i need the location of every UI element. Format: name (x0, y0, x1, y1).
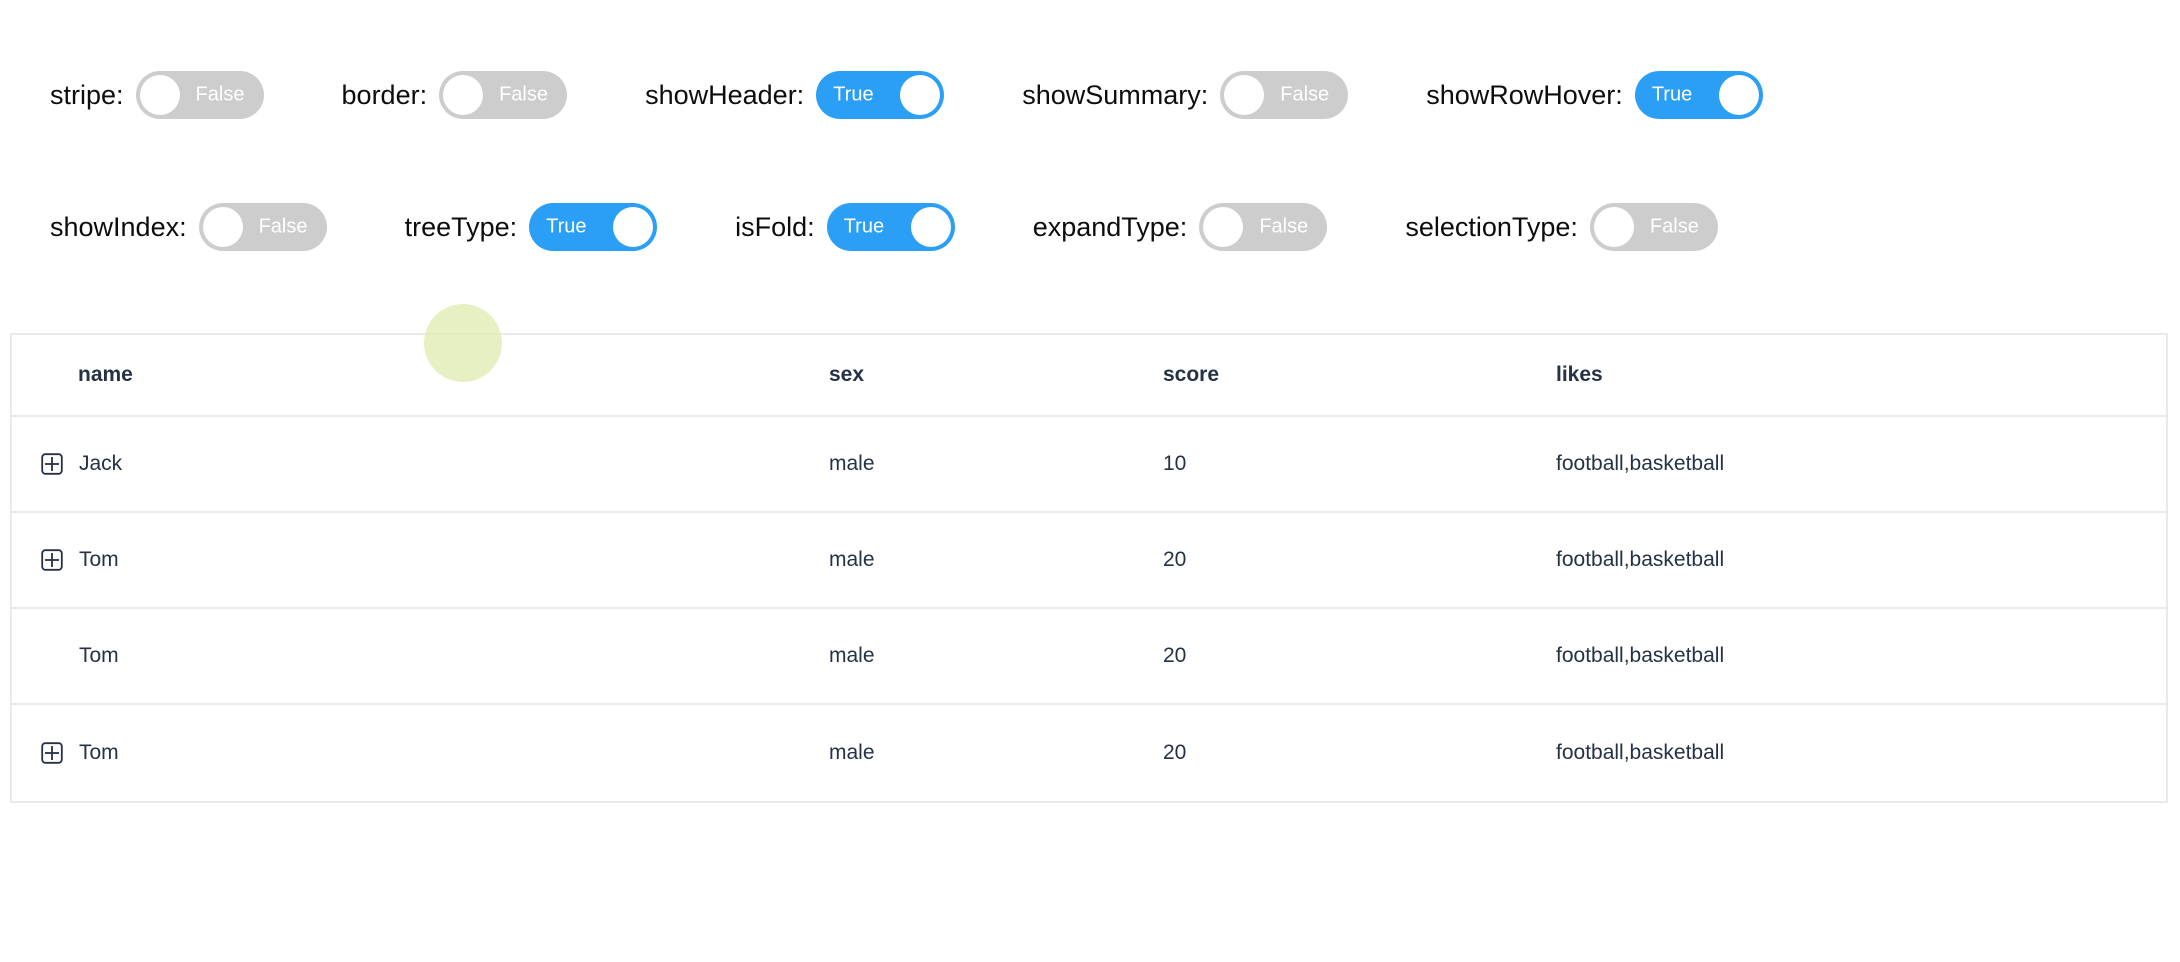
prop-label-expand-type: expandType: (1032, 212, 1188, 242)
toggle-show-index[interactable]: False (198, 203, 327, 251)
cell-sex: male (829, 452, 875, 475)
control-item-tree-type: treeType: True (405, 203, 658, 251)
toggle-knob (139, 75, 180, 115)
cell-name: Tom (12, 548, 813, 572)
control-item-selection-type: selectionType: False (1405, 203, 1718, 251)
header-cell-score: score (1163, 363, 1220, 386)
toggle-state-label: True (843, 215, 885, 238)
header-cell-name: name (78, 363, 133, 386)
props-row-1: stripe: False border: False showHeader: … (50, 71, 2180, 119)
header-cell-sex: sex (829, 363, 865, 386)
cell-likes: football,basketball (1556, 644, 1725, 667)
prop-label-stripe: stripe: (50, 80, 124, 110)
header-cell-likes: likes (1556, 363, 1603, 386)
cell-name: Tom (12, 741, 813, 765)
toggle-show-row-hover[interactable]: True (1634, 71, 1763, 119)
expand-row-icon[interactable] (41, 742, 63, 764)
toggle-is-fold[interactable]: True (826, 203, 955, 251)
control-item-expand-type: expandType: False (1033, 203, 1328, 251)
prop-label-is-fold: isFold: (735, 212, 815, 242)
toggle-state-label: False (499, 83, 548, 106)
toggle-state-label: False (1280, 83, 1330, 106)
expand-row-icon[interactable] (41, 549, 63, 571)
toggle-knob (900, 75, 941, 115)
toggle-state-label: False (1259, 215, 1309, 238)
toggle-state-label: True (833, 83, 874, 106)
table-row[interactable]: Tom male 20 football,basketball (12, 513, 2166, 609)
toggle-knob (1203, 207, 1244, 247)
table-row[interactable]: Jack male 10 football,basketball (12, 417, 2166, 513)
toggle-state-label: True (546, 215, 587, 238)
toggle-knob (1224, 75, 1265, 115)
toggle-state-label: False (1649, 215, 1699, 238)
control-item-show-index: showIndex: False (50, 203, 327, 251)
control-item-is-fold: isFold: True (735, 203, 955, 251)
props-row-2: showIndex: False treeType: True isFold: … (50, 203, 2180, 251)
control-item-show-header: showHeader: True (645, 71, 945, 119)
cell-score: 20 (1163, 644, 1187, 667)
toggle-show-header[interactable]: True (816, 71, 945, 119)
toggle-knob (202, 207, 243, 247)
toggle-border[interactable]: False (439, 71, 568, 119)
cell-sex: male (829, 548, 875, 571)
control-item-show-row-hover: showRowHover: True (1426, 71, 1763, 119)
toggle-show-summary[interactable]: False (1220, 71, 1349, 119)
toggle-knob (910, 207, 951, 247)
toggle-state-label: False (258, 215, 308, 238)
toggle-selection-type[interactable]: False (1589, 203, 1718, 251)
cell-likes: football,basketball (1556, 548, 1725, 571)
cell-score: 20 (1163, 548, 1187, 571)
table-header-row: name sex score likes (12, 335, 2166, 417)
prop-label-tree-type: treeType: (404, 212, 518, 242)
toggle-state-label: False (195, 83, 245, 106)
expand-row-icon[interactable] (41, 453, 63, 475)
prop-label-show-index: showIndex: (50, 212, 187, 242)
toggle-stripe[interactable]: False (135, 71, 264, 119)
prop-label-show-header: showHeader: (645, 80, 805, 110)
toggle-tree-type[interactable]: True (529, 203, 658, 251)
cell-score: 20 (1163, 741, 1187, 764)
toggle-knob (443, 75, 484, 115)
cell-name: Tom (12, 644, 813, 668)
prop-label-show-row-hover: showRowHover: (1426, 80, 1623, 110)
prop-label-show-summary: showSummary: (1022, 80, 1209, 110)
cell-name-text: Tom (79, 548, 119, 571)
toggle-expand-type[interactable]: False (1199, 203, 1328, 251)
prop-label-border: border: (341, 80, 428, 110)
cell-sex: male (829, 741, 875, 764)
table-props-panel: stripe: False border: False showHeader: … (0, 0, 2180, 251)
toggle-knob (1718, 75, 1759, 115)
table-row[interactable]: Tom male 20 football,basketball (12, 609, 2166, 705)
cell-name-text: Jack (79, 452, 123, 475)
cell-name: Jack (12, 452, 813, 476)
control-item-border: border: False (342, 71, 568, 119)
control-item-stripe: stripe: False (50, 71, 264, 119)
table-row[interactable]: Tom male 20 football,basketball (12, 705, 2166, 801)
toggle-knob (1593, 207, 1634, 247)
cell-likes: football,basketball (1556, 741, 1725, 764)
cell-sex: male (829, 644, 875, 667)
control-item-show-summary: showSummary: False (1022, 71, 1349, 119)
cell-likes: football,basketball (1556, 452, 1725, 475)
toggle-state-label: True (1651, 83, 1693, 106)
toggle-knob (613, 207, 654, 247)
prop-label-selection-type: selectionType: (1405, 212, 1578, 242)
cell-name-text: Tom (79, 644, 119, 667)
cell-score: 10 (1163, 452, 1187, 475)
tree-table: name sex score likes Jack male 10 footba… (10, 333, 2168, 803)
cell-name-text: Tom (79, 741, 119, 764)
